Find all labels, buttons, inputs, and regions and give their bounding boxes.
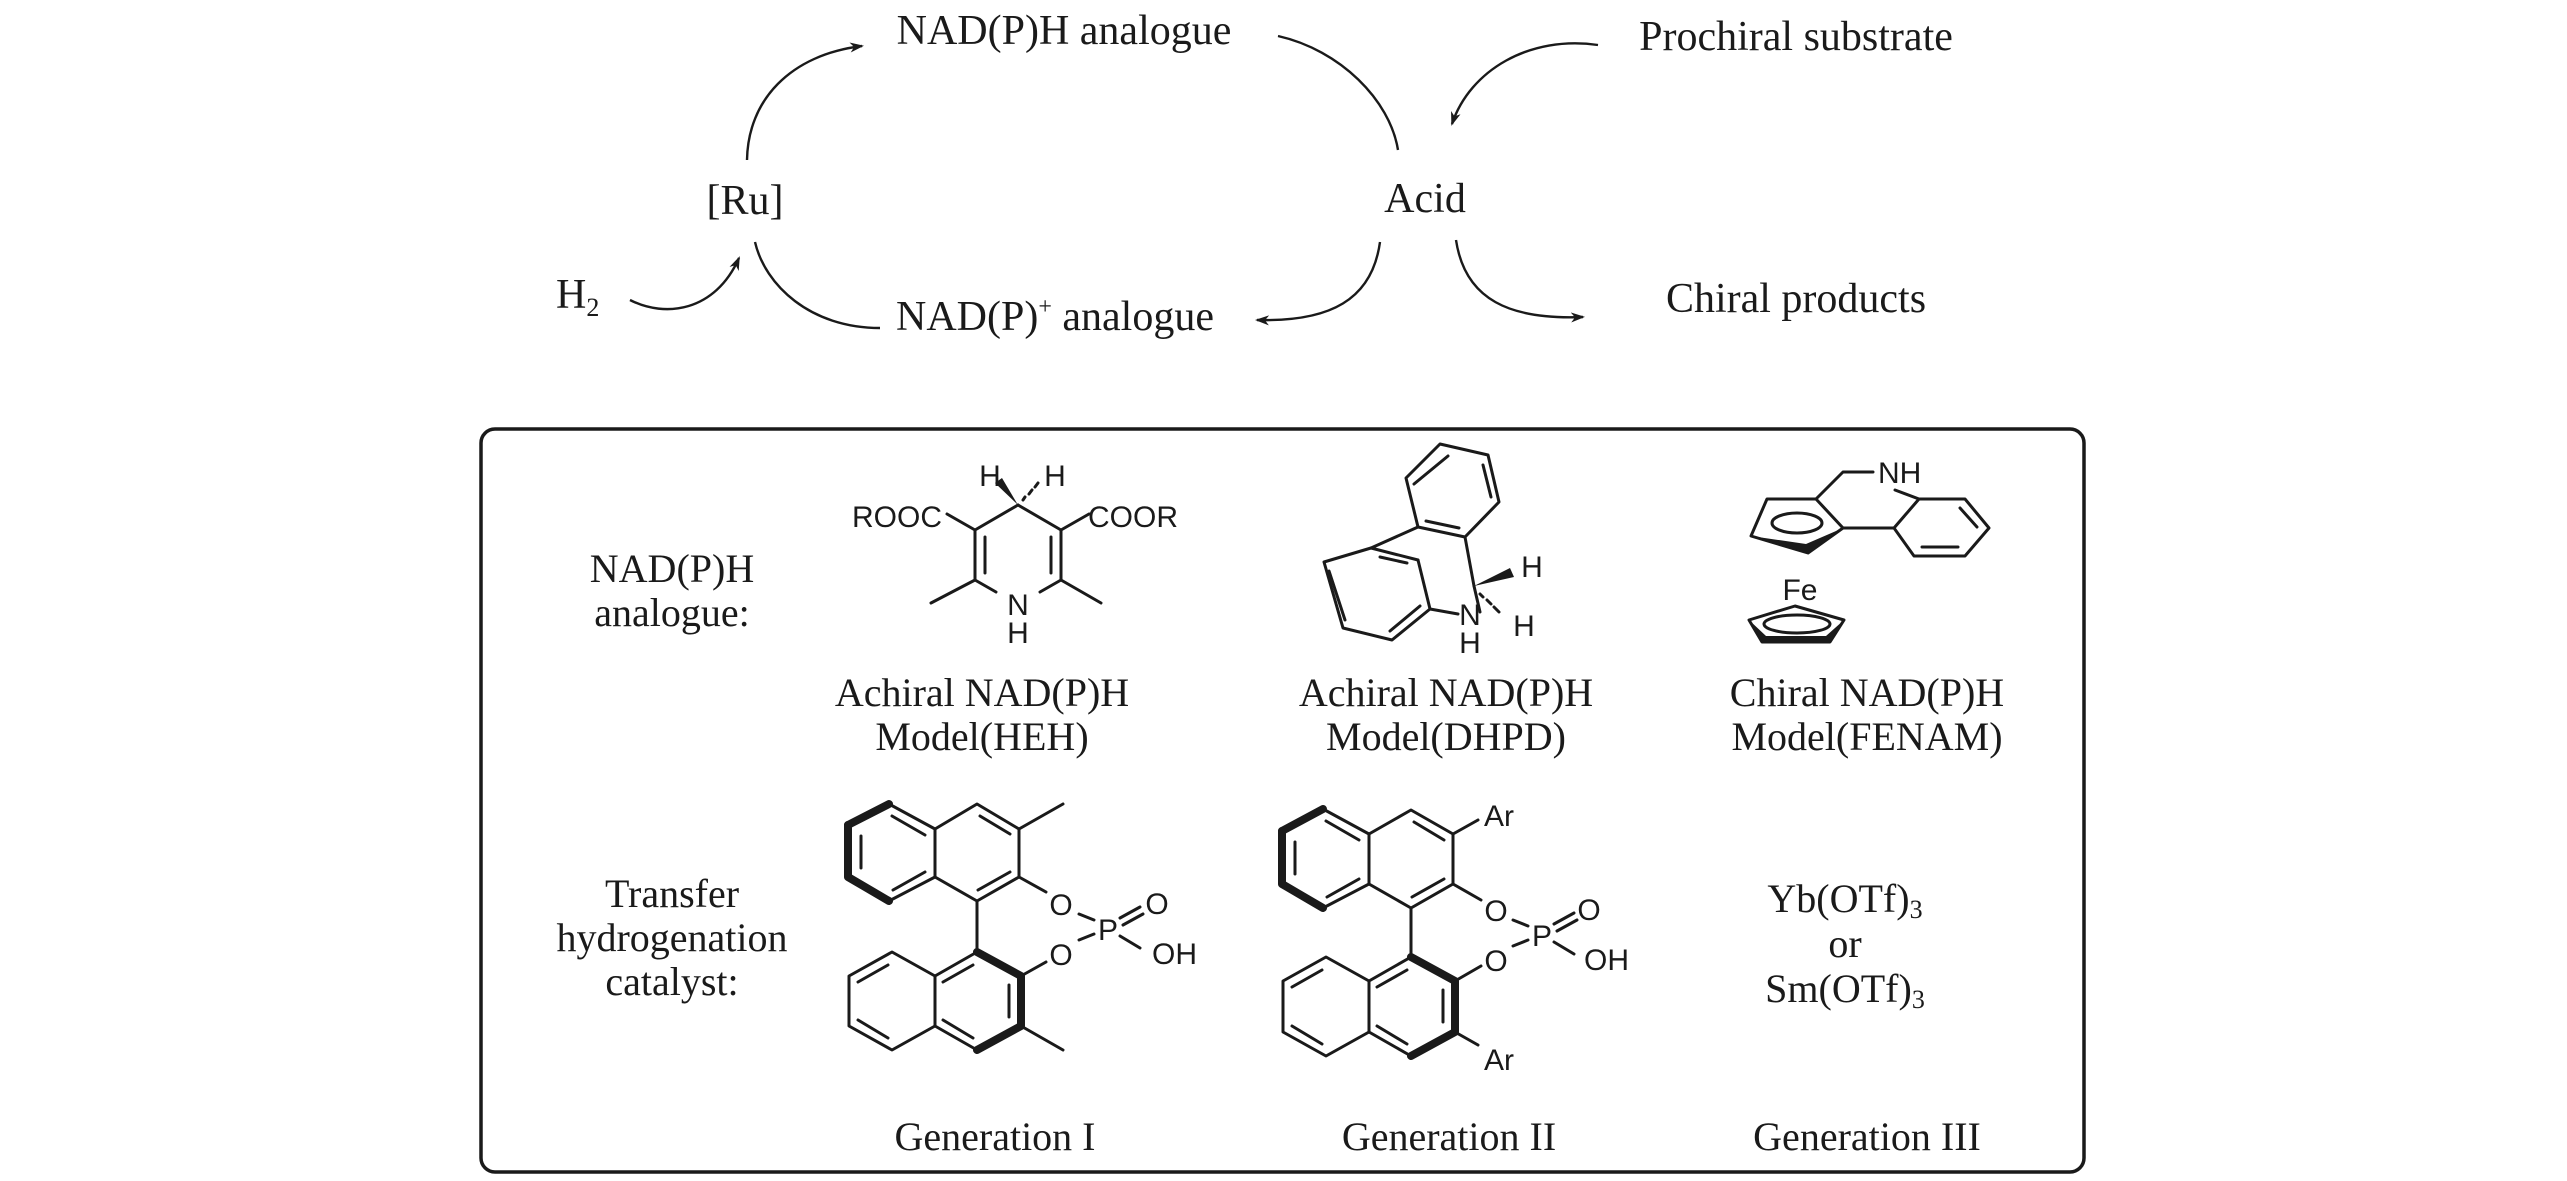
svg-text:OH: OH [1152, 938, 1197, 971]
svg-text:Transfer: Transfer [605, 871, 739, 916]
yb-otf3: Yb(OTf)3 [1767, 876, 1922, 924]
arrow-h2-to-ru [629, 256, 741, 311]
arrow-acid-to-nadp-plus [1255, 241, 1382, 326]
or-text: or [1828, 921, 1861, 966]
chiral-products-label: Chiral products [1666, 276, 1926, 322]
generation-1-structure: O O P O OH [844, 800, 1197, 1054]
svg-text:hydrogenation: hydrogenation [556, 915, 787, 960]
nadp-plus-analogue-label: NAD(P)+ analogue [896, 294, 1214, 340]
svg-text:O: O [1484, 945, 1507, 978]
svg-text:Model(HEH): Model(HEH) [875, 714, 1088, 759]
h2-label: H2 [556, 272, 599, 322]
svg-text:H: H [1044, 460, 1066, 493]
dhpd-structure-clean: N H H H [1322, 442, 1543, 660]
catalytic-cycle: [Ru] Acid NAD(P)H analogue Prochiral sub… [556, 8, 1953, 340]
svg-text:N: N [1007, 589, 1029, 622]
row-label-nadph: NAD(P)H analogue: [590, 546, 754, 635]
fenam-caption: Chiral NAD(P)H Model(FENAM) [1730, 670, 2004, 759]
svg-text:Achiral NAD(P)H: Achiral NAD(P)H [835, 670, 1129, 715]
svg-text:H: H [979, 460, 1001, 493]
svg-text:Model(DHPD): Model(DHPD) [1326, 714, 1566, 759]
svg-text:N: N [1459, 599, 1481, 632]
svg-text:P: P [1532, 920, 1552, 953]
svg-text:O: O [1049, 889, 1072, 922]
arrow-ru-to-nadph [745, 42, 864, 161]
svg-text:NAD(P)H: NAD(P)H [590, 546, 754, 591]
row-label-catalyst: Transfer hydrogenation catalyst: [556, 871, 787, 1004]
svg-text:O: O [1145, 888, 1168, 921]
svg-text:Ar: Ar [1484, 800, 1514, 833]
svg-text:O: O [1049, 939, 1072, 972]
arc-nadp-plus-to-ru [753, 241, 881, 330]
svg-text:P: P [1098, 914, 1118, 947]
acid-label: Acid [1384, 176, 1466, 222]
generation-3-formula: Yb(OTf)3 or Sm(OTf)3 [1765, 876, 1925, 1014]
svg-text:Model(FENAM): Model(FENAM) [1731, 714, 2002, 759]
generation-1-label: Generation I [894, 1114, 1095, 1159]
prochiral-substrate-label: Prochiral substrate [1639, 14, 1953, 60]
svg-text:H: H [1513, 610, 1535, 643]
generation-2-structure: Ar Ar O O P O OH [1278, 800, 1629, 1077]
svg-text:O: O [1484, 895, 1507, 928]
svg-text:H: H [1459, 627, 1481, 660]
svg-text:Ar: Ar [1484, 1044, 1514, 1077]
svg-text:O: O [1577, 894, 1600, 927]
ru-catalyst-label: [Ru] [707, 178, 784, 224]
dhpd-caption: Achiral NAD(P)H Model(DHPD) [1299, 670, 1593, 759]
heh-caption: Achiral NAD(P)H Model(HEH) [835, 670, 1129, 759]
generation-3-label: Generation III [1753, 1114, 1981, 1159]
models-frame [479, 427, 2086, 1174]
svg-text:Fe: Fe [1782, 574, 1817, 607]
svg-text:H: H [1007, 617, 1029, 650]
svg-text:catalyst:: catalyst: [605, 959, 738, 1004]
svg-text:Achiral NAD(P)H: Achiral NAD(P)H [1299, 670, 1593, 715]
svg-text:ROOC: ROOC [852, 501, 942, 534]
fenam-structure: NH Fe [1747, 457, 1991, 644]
svg-text:H: H [1521, 551, 1543, 584]
arrow-acid-to-products [1454, 239, 1585, 323]
svg-text:analogue:: analogue: [594, 590, 750, 635]
sm-otf3: Sm(OTf)3 [1765, 966, 1925, 1014]
svg-text:COOR: COOR [1088, 501, 1178, 534]
svg-text:OH: OH [1584, 944, 1629, 977]
svg-text:NH: NH [1878, 457, 1921, 490]
arrow-substrate-to-acid [1450, 42, 1599, 126]
arc-nadph-to-acid [1277, 34, 1400, 151]
nadph-analogue-label: NAD(P)H analogue [897, 8, 1232, 54]
generation-2-label: Generation II [1342, 1114, 1556, 1159]
heh-structure: ROOC COOR H H N H [852, 460, 1178, 650]
svg-text:Chiral NAD(P)H: Chiral NAD(P)H [1730, 670, 2004, 715]
